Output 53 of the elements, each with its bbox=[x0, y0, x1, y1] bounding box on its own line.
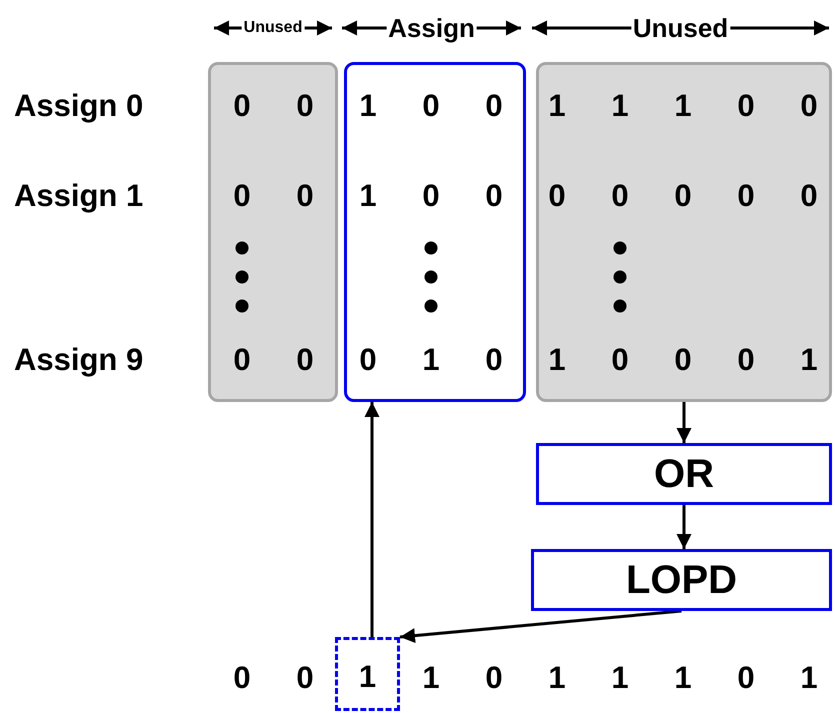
row-label: Assign 1 bbox=[14, 178, 144, 214]
unused-bits-group bbox=[536, 62, 832, 402]
bit-value: 0 bbox=[610, 342, 630, 378]
bit-value: 1 bbox=[358, 88, 378, 124]
bit-value: 0 bbox=[232, 178, 252, 214]
bit-value: 0 bbox=[484, 342, 504, 378]
bit-value: 1 bbox=[547, 342, 567, 378]
row-label: Assign 0 bbox=[14, 88, 144, 124]
bit-value: 0 bbox=[358, 342, 378, 378]
arrow bbox=[676, 402, 692, 443]
unused-bits-group bbox=[208, 62, 338, 402]
bit-value: 0 bbox=[673, 342, 693, 378]
bit-value: 1 bbox=[673, 88, 693, 124]
bit-value: 0 bbox=[295, 660, 315, 696]
bit-value: 0 bbox=[736, 342, 756, 378]
bit-value: 0 bbox=[736, 88, 756, 124]
bit-value: 0 bbox=[799, 178, 819, 214]
bit-value: 0 bbox=[799, 88, 819, 124]
bit-value: 0 bbox=[232, 660, 252, 696]
bit-value: 0 bbox=[421, 178, 441, 214]
arrow bbox=[364, 402, 380, 637]
bit-value: 0 bbox=[295, 178, 315, 214]
operation-box: OR bbox=[536, 443, 832, 505]
bit-value: 0 bbox=[610, 178, 630, 214]
range-label: Assign bbox=[386, 15, 477, 41]
bit-value: 1 bbox=[673, 660, 693, 696]
bit-value: 0 bbox=[736, 178, 756, 214]
bit-value: 0 bbox=[484, 660, 504, 696]
bit-value: 1 bbox=[421, 660, 441, 696]
bit-value: 0 bbox=[295, 342, 315, 378]
bit-value: 0 bbox=[232, 342, 252, 378]
bit-value: 0 bbox=[484, 88, 504, 124]
bit-value: 0 bbox=[673, 178, 693, 214]
arrow bbox=[676, 505, 692, 549]
bit-value: 1 bbox=[610, 88, 630, 124]
bit-value: 0 bbox=[295, 88, 315, 124]
operation-box: LOPD bbox=[531, 549, 832, 611]
bit-value: 1 bbox=[358, 178, 378, 214]
bit-value: 0 bbox=[547, 178, 567, 214]
bit-value: 1 bbox=[610, 660, 630, 696]
bit-value: 1 bbox=[547, 660, 567, 696]
bit-value: 0 bbox=[736, 660, 756, 696]
bit-value: 0 bbox=[484, 178, 504, 214]
bit-value: 1 bbox=[799, 660, 819, 696]
bit-value: 1 bbox=[421, 342, 441, 378]
bit-value: 0 bbox=[232, 88, 252, 124]
arrow bbox=[400, 610, 682, 644]
bit-value: 1 bbox=[547, 88, 567, 124]
bit-value: 0 bbox=[421, 88, 441, 124]
row-label: Assign 9 bbox=[14, 342, 144, 378]
bit-value: 1 bbox=[799, 342, 819, 378]
selected-bit-box: 1 bbox=[335, 637, 400, 711]
assign-bits-group bbox=[344, 62, 526, 402]
